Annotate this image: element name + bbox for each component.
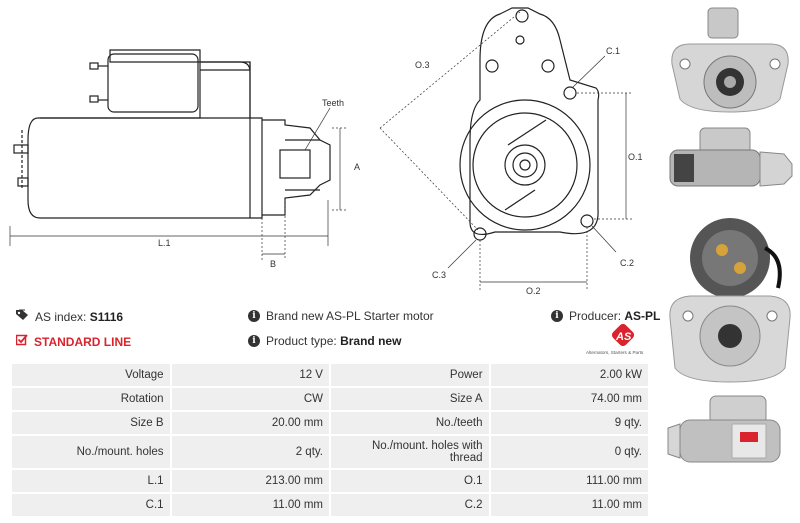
spec-value: CW bbox=[171, 388, 329, 410]
photo-side[interactable] bbox=[660, 124, 800, 194]
producer-value: AS-PL bbox=[624, 309, 661, 323]
spec-value: 2.00 kW bbox=[490, 364, 648, 386]
as-index-label: AS index: bbox=[35, 309, 87, 324]
teeth-label: Teeth bbox=[322, 98, 344, 108]
spec-value: 11.00 mm bbox=[171, 494, 329, 516]
spec-value: 111.00 mm bbox=[490, 470, 648, 492]
product-type-label: Product type: bbox=[266, 334, 337, 348]
product-type-row: i Product type: Brand new bbox=[248, 334, 401, 348]
spec-label: C.2 bbox=[330, 494, 489, 516]
spec-label: O.1 bbox=[330, 470, 489, 492]
spec-label: Size A bbox=[330, 388, 489, 410]
standard-line-label: STANDARD LINE bbox=[34, 334, 132, 349]
product-photos bbox=[660, 0, 800, 523]
product-description: Brand new AS-PL Starter motor bbox=[266, 309, 434, 323]
dim-c3-label: C.3 bbox=[432, 270, 446, 280]
photo-angle[interactable] bbox=[660, 392, 800, 472]
product-type-value: Brand new bbox=[340, 334, 402, 348]
dim-a-label: A bbox=[354, 162, 360, 172]
spec-value: 9 qty. bbox=[490, 412, 648, 434]
dim-c2-label: C.2 bbox=[620, 258, 634, 268]
info-icon: i bbox=[248, 310, 260, 322]
spec-value: 0 qty. bbox=[490, 436, 648, 468]
spec-label: No./mount. holes with thread bbox=[330, 436, 489, 468]
spec-label: L.1 bbox=[12, 470, 170, 492]
spec-label: No./teeth bbox=[330, 412, 489, 434]
dim-c1-label: C.1 bbox=[606, 46, 620, 56]
producer-row: i Producer: AS-PL bbox=[551, 309, 660, 323]
dim-b-label: B bbox=[270, 259, 276, 269]
tag-icon bbox=[16, 309, 29, 324]
as-index-row: AS index: S1116 bbox=[16, 309, 123, 324]
info-icon: i bbox=[551, 310, 563, 322]
spec-value: 12 V bbox=[171, 364, 329, 386]
spec-label: Voltage bbox=[12, 364, 170, 386]
logo-tagline: Alternators, Starters & Parts bbox=[586, 350, 644, 355]
spec-label: No./mount. holes bbox=[12, 436, 170, 468]
logo-mark: AS bbox=[615, 331, 632, 343]
as-index-value: S1116 bbox=[89, 309, 124, 324]
checkbox-icon bbox=[15, 334, 28, 349]
dim-o3-label: O.3 bbox=[415, 60, 430, 70]
spec-label: Power bbox=[330, 364, 489, 386]
info-icon: i bbox=[248, 335, 260, 347]
spec-value: 74.00 mm bbox=[490, 388, 648, 410]
spec-value: 20.00 mm bbox=[171, 412, 329, 434]
dim-o2-label: O.2 bbox=[526, 286, 541, 296]
dim-o1-label: O.1 bbox=[628, 152, 643, 162]
technical-drawing: Teeth A L.1 B O.3 C.1 O.1 C.2 C. bbox=[9, 7, 643, 296]
spec-label: Size B bbox=[12, 412, 170, 434]
spec-label: C.1 bbox=[12, 494, 170, 516]
dim-l1-label: L.1 bbox=[158, 238, 171, 248]
side-view-outline bbox=[40, 49, 251, 119]
producer-label: Producer: bbox=[569, 309, 622, 323]
spec-label: Rotation bbox=[12, 388, 170, 410]
as-pl-logo: AS Alternators, Starters & Parts bbox=[586, 323, 648, 356]
spec-value: 11.00 mm bbox=[490, 494, 648, 516]
front-view-outline bbox=[469, 7, 600, 235]
photo-front[interactable] bbox=[660, 4, 800, 116]
spec-value: 2 qty. bbox=[171, 436, 329, 468]
spec-value: 213.00 mm bbox=[171, 470, 329, 492]
standard-line-row: STANDARD LINE bbox=[15, 334, 132, 349]
photo-rear[interactable] bbox=[660, 208, 800, 386]
description-row: i Brand new AS-PL Starter motor bbox=[248, 309, 434, 323]
